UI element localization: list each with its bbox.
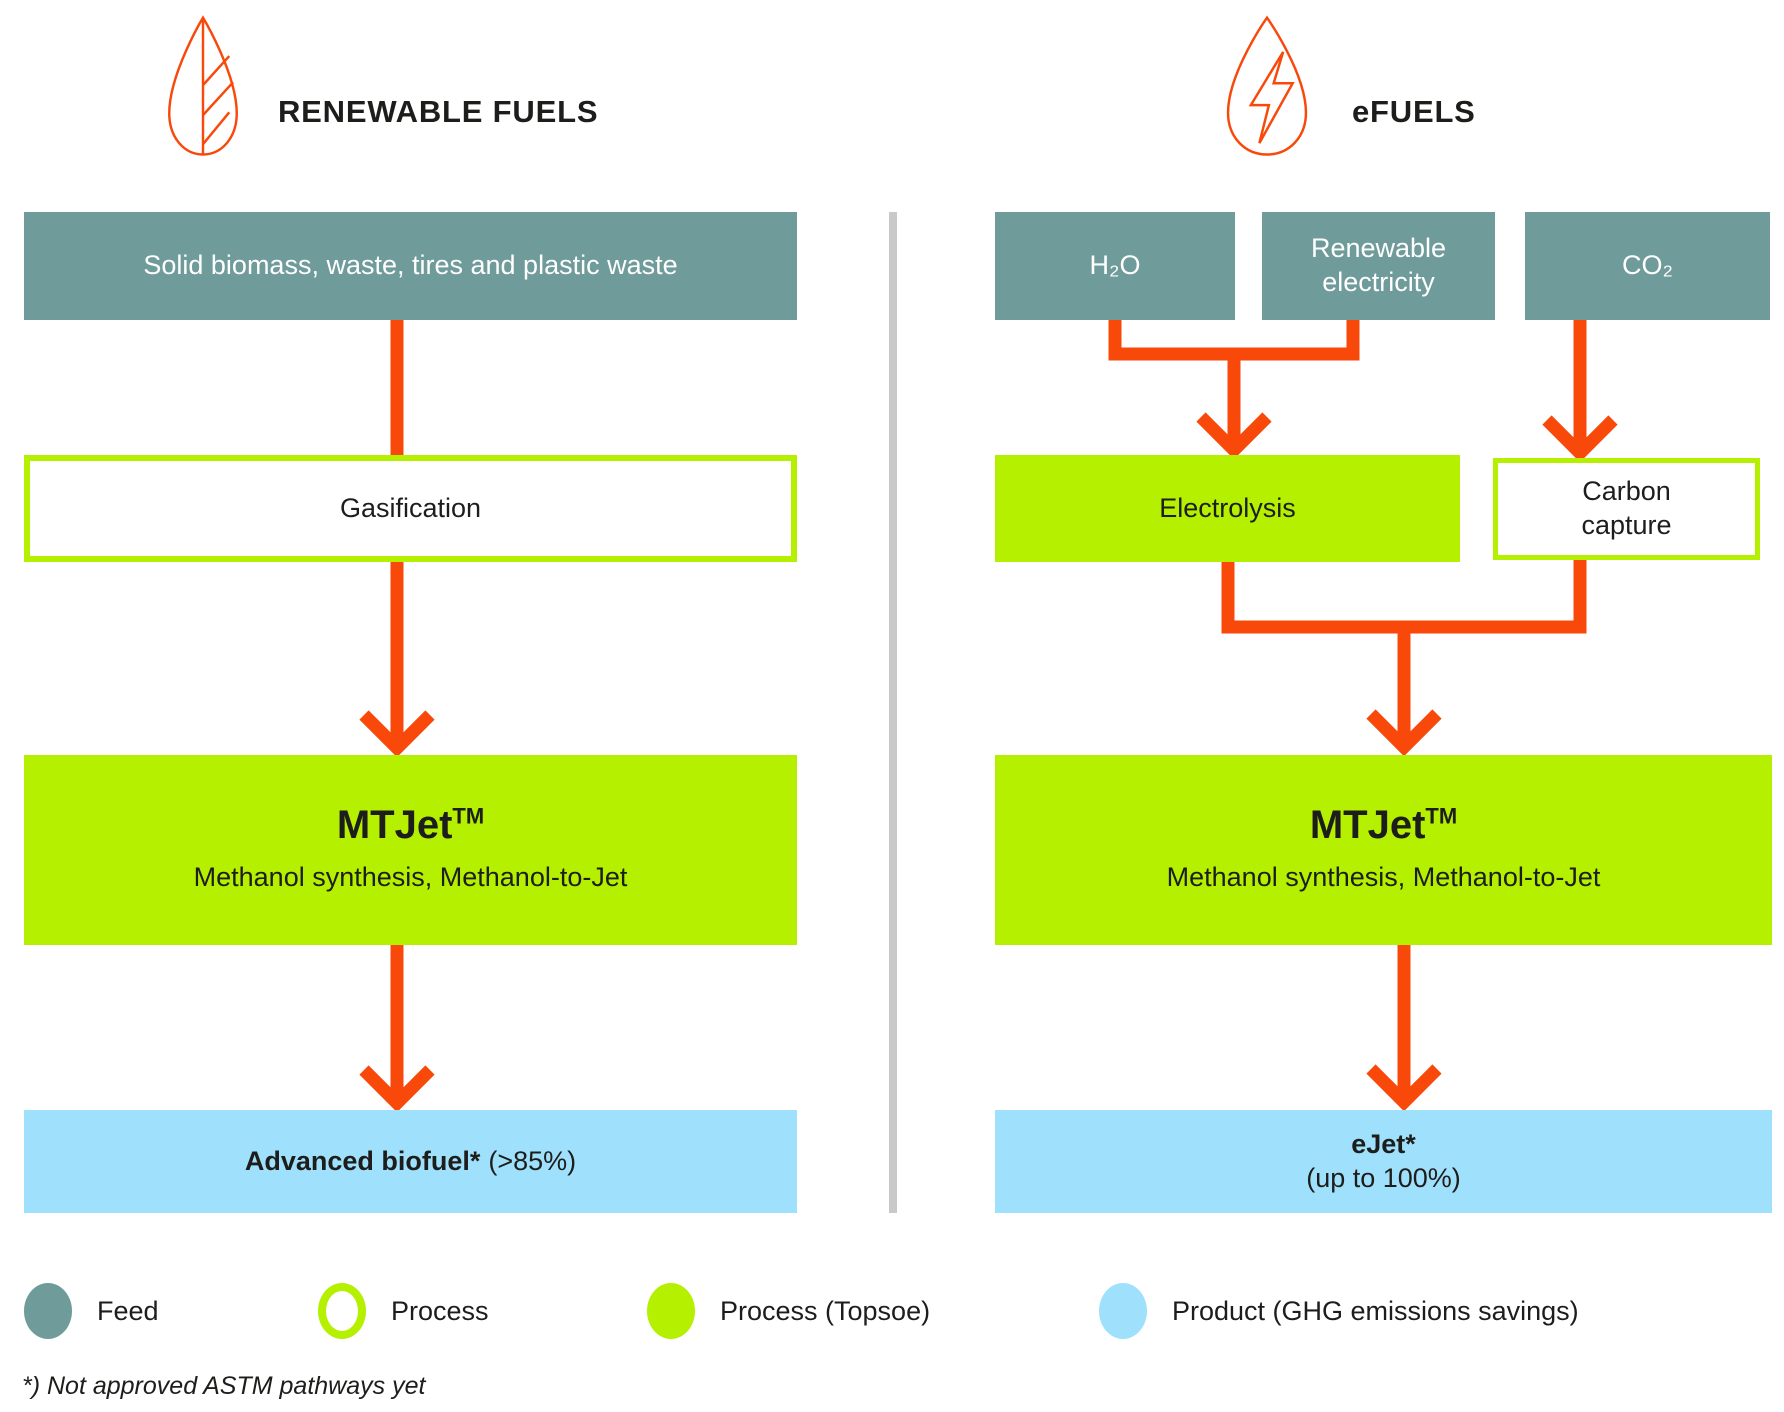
legend-label: Feed [97, 1295, 159, 1326]
topsoe-swatch-icon [647, 1283, 695, 1339]
process-box-carbon-capture: Carbon capture [1493, 458, 1760, 560]
left-column-title: RENEWABLE FUELS [278, 94, 599, 129]
product-swatch-icon [1099, 1283, 1147, 1339]
mtjet-subtitle: Methanol synthesis, Methanol-to-Jet [1166, 862, 1601, 893]
legend-item-feed: Feed [24, 1283, 159, 1339]
product-detail: (up to 100%) [1306, 1162, 1461, 1193]
column-divider [889, 212, 897, 1213]
legend-item-process: Process [318, 1283, 489, 1339]
feed-box-solid-biomass: Solid biomass, waste, tires and plastic … [24, 212, 797, 320]
right-column-title: eFUELS [1352, 94, 1476, 129]
process-box-gasification: Gasification [24, 455, 797, 562]
legend-label: Process (Topsoe) [720, 1295, 931, 1326]
topsoe-process-box-left: MTJetTM Methanol synthesis, Methanol-to-… [24, 755, 797, 945]
legend-label: Product (GHG emissions savings) [1172, 1295, 1579, 1326]
feed-box-renewable-electricity: Renewable electricity [1262, 212, 1495, 320]
gasification-label: Gasification [339, 492, 482, 523]
mtjet-subtitle: Methanol synthesis, Methanol-to-Jet [193, 862, 628, 893]
legend-item-product: Product (GHG emissions savings) [1099, 1283, 1579, 1339]
electrolysis-label: Electrolysis [1159, 492, 1296, 523]
h2o-label: H₂O [1089, 250, 1141, 281]
lightning-drop-icon [1212, 12, 1322, 164]
trademark-sup: TM [1425, 803, 1458, 829]
carbon-capture-label: Carbon capture [1581, 476, 1672, 540]
process-swatch-icon [318, 1283, 366, 1339]
product-box-advanced-biofuel: Advanced biofuel*(>85%) [24, 1110, 797, 1213]
legend-item-process-topsoe: Process (Topsoe) [647, 1283, 930, 1339]
product-detail: (>85%) [488, 1145, 577, 1176]
product-box-ejet: eJet* (up to 100%) [995, 1110, 1772, 1213]
feed-swatch-icon [24, 1283, 72, 1339]
product-label-left: Advanced biofuel*(>85%) [245, 1145, 576, 1179]
trademark-sup: TM [452, 803, 485, 829]
footnote: *) Not approved ASTM pathways yet [22, 1372, 426, 1400]
legend-label: Process [391, 1295, 489, 1326]
process-box-electrolysis: Electrolysis [995, 455, 1460, 562]
mtjet-title: MTJetTM [1309, 803, 1458, 848]
feed-box-co2: CO₂ [1525, 212, 1770, 320]
mtjet-title: MTJetTM [336, 803, 485, 848]
renewable-electricity-label: Renewable electricity [1310, 233, 1447, 297]
feed-box-label: Solid biomass, waste, tires and plastic … [143, 250, 678, 281]
product-name: Advanced biofuel* [244, 1145, 481, 1176]
topsoe-process-box-right: MTJetTM Methanol synthesis, Methanol-to-… [995, 755, 1772, 945]
product-name: eJet* [1351, 1128, 1416, 1159]
co2-label: CO₂ [1622, 250, 1673, 281]
leaf-drop-icon [152, 12, 254, 162]
feed-box-h2o: H₂O [995, 212, 1235, 320]
